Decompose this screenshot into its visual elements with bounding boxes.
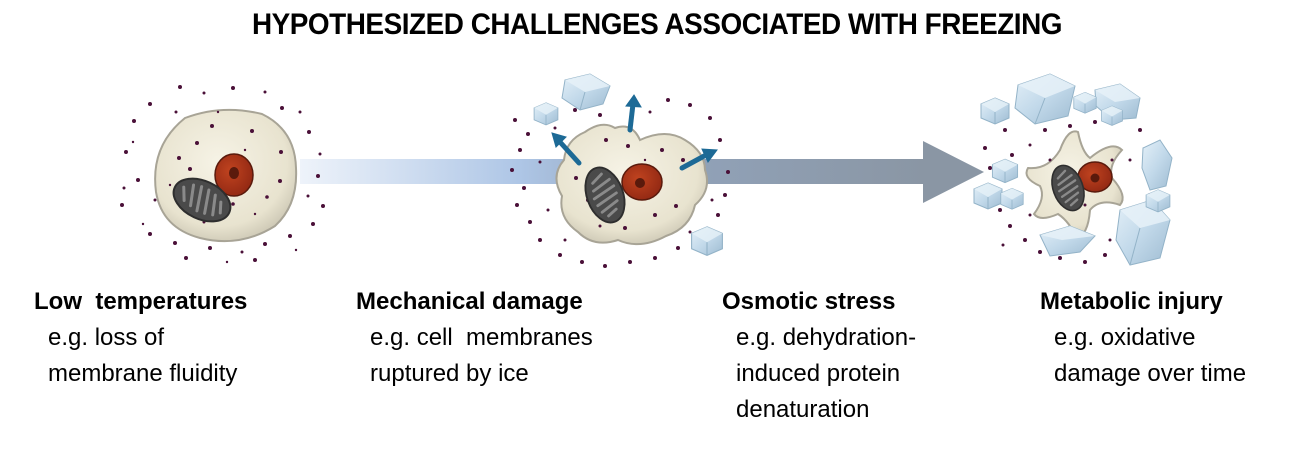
stage-heading: Mechanical damage	[356, 288, 583, 315]
stage-heading: Low temperatures	[34, 288, 248, 315]
stage-metabolic-injury: Metabolic injury e.g. oxidative damage o…	[1040, 284, 1246, 392]
stage-heading: Metabolic injury	[1040, 288, 1223, 315]
water-efflux-arrows-icon	[551, 94, 718, 171]
stage-description-line: membrane fluidity	[48, 360, 238, 387]
diagram-title: HYPOTHESIZED CHALLENGES ASSOCIATED WITH …	[251, 8, 1063, 41]
stage-description-line: ruptured by ice	[370, 360, 529, 387]
stage-description-line: damage over time	[1054, 360, 1247, 387]
stage-description-line: e.g. oxidative	[1054, 324, 1196, 351]
damaged-cell-illustration	[510, 73, 730, 268]
intact-cell-illustration	[120, 85, 325, 264]
shrunken-cell-illustration	[973, 73, 1173, 266]
stage-heading: Osmotic stress	[722, 288, 896, 315]
stage-description-line: e.g. cell membranes	[370, 324, 593, 351]
stage-description-line: denaturation	[736, 396, 870, 423]
stage-low-temperatures: Low temperatures e.g. loss of membrane f…	[34, 284, 247, 392]
stage-description-line: e.g. dehydration-	[736, 324, 917, 351]
stage-mechanical-damage: Mechanical damage e.g. cell membranes ru…	[356, 284, 593, 392]
stage-osmotic-stress: Osmotic stress e.g. dehydration- induced…	[722, 284, 916, 428]
stage-description-line: e.g. loss of	[48, 324, 165, 351]
stage-description-line: induced protein	[736, 360, 901, 387]
